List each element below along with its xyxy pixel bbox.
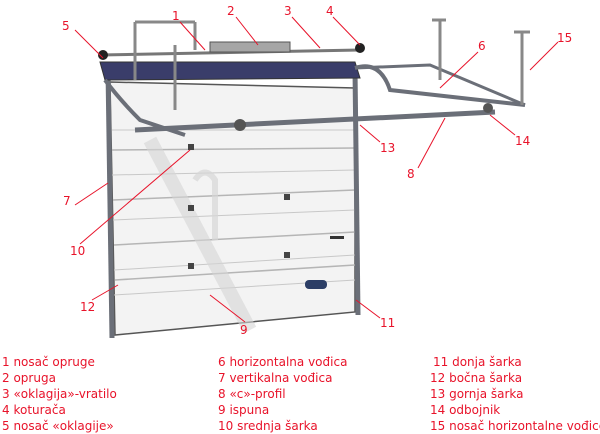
callout-7: 7 xyxy=(63,194,71,208)
callout-13: 13 xyxy=(380,141,395,155)
legend-item: 15 nosač horizontalne vođice xyxy=(430,419,600,433)
callout-1: 1 xyxy=(172,9,180,23)
legend-item: 10 srednja šarka xyxy=(218,419,318,433)
callout-11: 11 xyxy=(380,316,395,330)
callout-14: 14 xyxy=(515,134,530,148)
callout-6: 6 xyxy=(478,39,486,53)
door-panel xyxy=(109,81,356,336)
legend-column-1: 1 nosač opruge 2 opruga 3 «oklagija»-vra… xyxy=(2,354,117,434)
callout-3: 3 xyxy=(284,4,292,18)
callout-5: 5 xyxy=(62,19,70,33)
legend-column-3: 11 donja šarka 12 bočna šarka 13 gornja … xyxy=(430,354,600,434)
callout-lines xyxy=(74,16,559,323)
callout-15: 15 xyxy=(557,31,572,45)
callout-10: 10 xyxy=(70,244,85,258)
callout-8: 8 xyxy=(407,167,415,181)
legend-item: 13 gornja šarka xyxy=(430,387,524,401)
callout-9: 9 xyxy=(240,323,248,337)
legend-item: 14 odbojnik xyxy=(430,403,501,417)
legend-item: 5 nosač «oklagije» xyxy=(2,419,114,433)
callout-4: 4 xyxy=(326,4,334,18)
callout-2: 2 xyxy=(227,4,235,18)
legend-item: 6 horizontalna vođica xyxy=(218,355,348,369)
legend-item: 4 koturača xyxy=(2,403,66,417)
legend-item: 3 «oklagija»-vratilo xyxy=(2,387,117,401)
garage-door-diagram: 1 2 3 4 5 6 7 8 9 10 11 12 13 14 15 xyxy=(62,4,572,339)
legend-item: 1 nosač opruge xyxy=(2,355,95,369)
vertical-guides xyxy=(105,69,361,339)
legend-item: 9 ispuna xyxy=(218,403,270,417)
top-assembly xyxy=(98,18,530,137)
callout-numbers: 1 2 3 4 5 6 7 8 9 10 11 12 13 14 15 xyxy=(62,4,572,337)
callout-12: 12 xyxy=(80,300,95,314)
legend-item: 2 opruga xyxy=(2,371,56,385)
legend-item: 12 bočna šarka xyxy=(430,371,523,385)
legend-column-2: 6 horizontalna vođica 7 vertikalna vođic… xyxy=(218,354,347,434)
legend-item: 8 «c»-profil xyxy=(218,387,286,401)
legend-item: 11 donja šarka xyxy=(433,355,522,369)
legend-item: 7 vertikalna vođica xyxy=(218,371,333,385)
